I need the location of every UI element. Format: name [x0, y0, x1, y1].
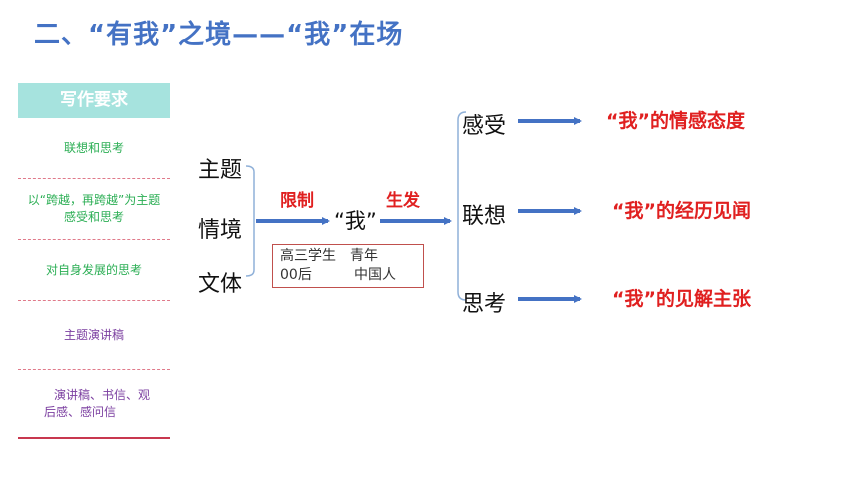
result-experience: “我”的经历见闻	[612, 200, 751, 222]
sidebar-item-line: 以“跨越，再跨越”为主题	[27, 193, 161, 207]
center-node-me: “我”	[334, 209, 377, 233]
requirements-sidebar: 写作要求 联想和思考 以“跨越，再跨越”为主题 感受和思考 对自身发展的思考 主…	[18, 83, 170, 439]
input-node-context: 情境	[198, 218, 243, 243]
sidebar-item-line: 主题演讲稿	[63, 327, 124, 342]
sidebar-item-line: 演讲稿、书信、观	[53, 387, 150, 402]
sidebar-item-self-development: 对自身发展的思考	[18, 240, 170, 301]
input-bracket	[245, 165, 255, 277]
branch-node-associate: 联想	[462, 204, 507, 229]
branch-node-feel: 感受	[462, 114, 507, 139]
branch-node-think: 思考	[462, 292, 507, 317]
identity-item: 中国人	[354, 267, 396, 283]
input-node-genre: 文体	[198, 272, 243, 297]
identity-info-box: 高三学生 青年 00后 中国人	[272, 244, 424, 288]
sidebar-header: 写作要求	[18, 83, 170, 118]
sidebar-item-line: 联想和思考	[63, 140, 124, 155]
sidebar-item-line: 对自身发展的思考	[45, 262, 142, 277]
identity-item: 青年	[350, 248, 378, 264]
result-emotion-attitude: “我”的情感态度	[606, 110, 745, 132]
result-opinion: “我”的见解主张	[612, 288, 751, 310]
identity-item: 高三学生	[280, 248, 336, 264]
sidebar-item-theme: 以“跨越，再跨越”为主题 感受和思考	[18, 179, 170, 240]
sidebar-item-association: 联想和思考	[18, 118, 170, 179]
sidebar-item-line: 感受和思考	[63, 210, 124, 224]
limit-label: 限制	[280, 191, 314, 211]
generate-label: 生发	[386, 191, 420, 211]
sidebar-item-line: 后感、感问信	[43, 404, 116, 419]
identity-item: 00后	[280, 267, 312, 283]
input-node-theme: 主题	[198, 158, 243, 183]
page-title: 二、“有我”之境——“我”在场	[34, 20, 404, 50]
sidebar-item-speech: 主题演讲稿	[18, 301, 170, 370]
sidebar-item-genres: 演讲稿、书信、观 后感、感问信	[18, 370, 170, 439]
branch-bracket	[457, 111, 467, 301]
